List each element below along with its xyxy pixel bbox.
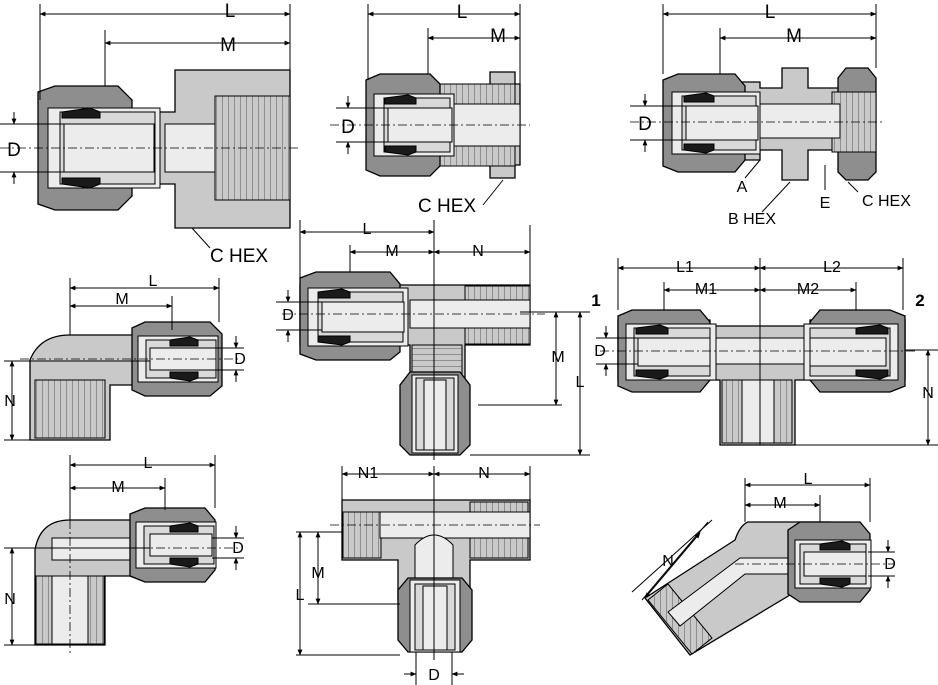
fig8-label-l: L bbox=[296, 587, 305, 604]
fig9-label-l: L bbox=[804, 471, 813, 488]
female-connector-figure: L M D C HEX bbox=[0, 1, 300, 267]
fig2-label-chex: C HEX bbox=[418, 196, 476, 217]
fig6-port-1: 1 bbox=[591, 291, 600, 310]
fig4-label-n: N bbox=[4, 393, 16, 410]
fig8-label-n: N bbox=[478, 465, 490, 482]
fig6-label-l1: L1 bbox=[676, 259, 694, 276]
fig3-label-chex: C HEX bbox=[862, 193, 911, 210]
fig4-label-l: L bbox=[149, 273, 158, 290]
female-branch-tee-figure: L1 L2 M1 M2 D N 1 2 bbox=[591, 258, 938, 446]
fig2-label-d: D bbox=[341, 117, 355, 138]
fig6-label-m2: M2 bbox=[797, 281, 819, 298]
fig7-label-m: M bbox=[111, 479, 124, 496]
fig6-label-n: N bbox=[922, 385, 934, 402]
fig5-label-l: L bbox=[363, 221, 372, 238]
fig1-label-m: M bbox=[220, 35, 236, 56]
fig2-label-l: L bbox=[457, 2, 468, 23]
fig5-label-n: N bbox=[472, 243, 484, 260]
fig5-label-m-vertical: M bbox=[551, 349, 564, 366]
fig5-label-m: M bbox=[385, 243, 398, 260]
fig3-label-e: E bbox=[820, 195, 831, 212]
male-connector-figure: L M D C HEX bbox=[330, 2, 530, 217]
fig3-label-bhex: B HEX bbox=[728, 211, 776, 228]
elbow-45-figure: L M N D bbox=[631, 471, 896, 656]
fig6-label-l2: L2 bbox=[823, 259, 841, 276]
fig5-label-d: D bbox=[282, 307, 294, 324]
fig9-label-m: M bbox=[773, 495, 786, 512]
bulkhead-connector-figure: L M D A B HEX E C HEX bbox=[630, 2, 911, 228]
fig1-label-l: L bbox=[225, 1, 236, 22]
fig7-label-d: D bbox=[232, 540, 244, 557]
male-elbow-figure: L M N D bbox=[4, 455, 244, 655]
fig1-label-d: D bbox=[7, 140, 21, 161]
fig3-label-a: A bbox=[737, 179, 748, 196]
fig9-label-d: D bbox=[884, 556, 896, 573]
fig8-label-m: M bbox=[311, 565, 324, 582]
fig4-label-m: M bbox=[115, 291, 128, 308]
female-run-tee-figure: N1 N M L D bbox=[296, 465, 540, 685]
fig9-label-n: N bbox=[662, 553, 674, 570]
fig6-label-d: D bbox=[594, 343, 606, 360]
fig3-label-m: M bbox=[786, 26, 802, 47]
fig3-label-d: D bbox=[638, 114, 652, 135]
fig7-label-n: N bbox=[4, 591, 16, 608]
fig1-label-chex: C HEX bbox=[210, 246, 268, 267]
female-elbow-figure: L M N D bbox=[4, 273, 246, 441]
fig6-port-2: 2 bbox=[915, 291, 924, 310]
fig7-label-l: L bbox=[144, 455, 153, 472]
fig3-label-l: L bbox=[765, 2, 776, 23]
fig8-label-n1: N1 bbox=[358, 465, 379, 482]
fig6-label-m1: M1 bbox=[695, 281, 717, 298]
fig8-label-d: D bbox=[428, 667, 440, 684]
fig2-label-m: M bbox=[490, 26, 506, 47]
fig5-label-l-vertical: L bbox=[576, 374, 585, 391]
male-branch-tee-figure: L M N D M L bbox=[276, 220, 590, 460]
fig4-label-d: D bbox=[234, 351, 246, 368]
